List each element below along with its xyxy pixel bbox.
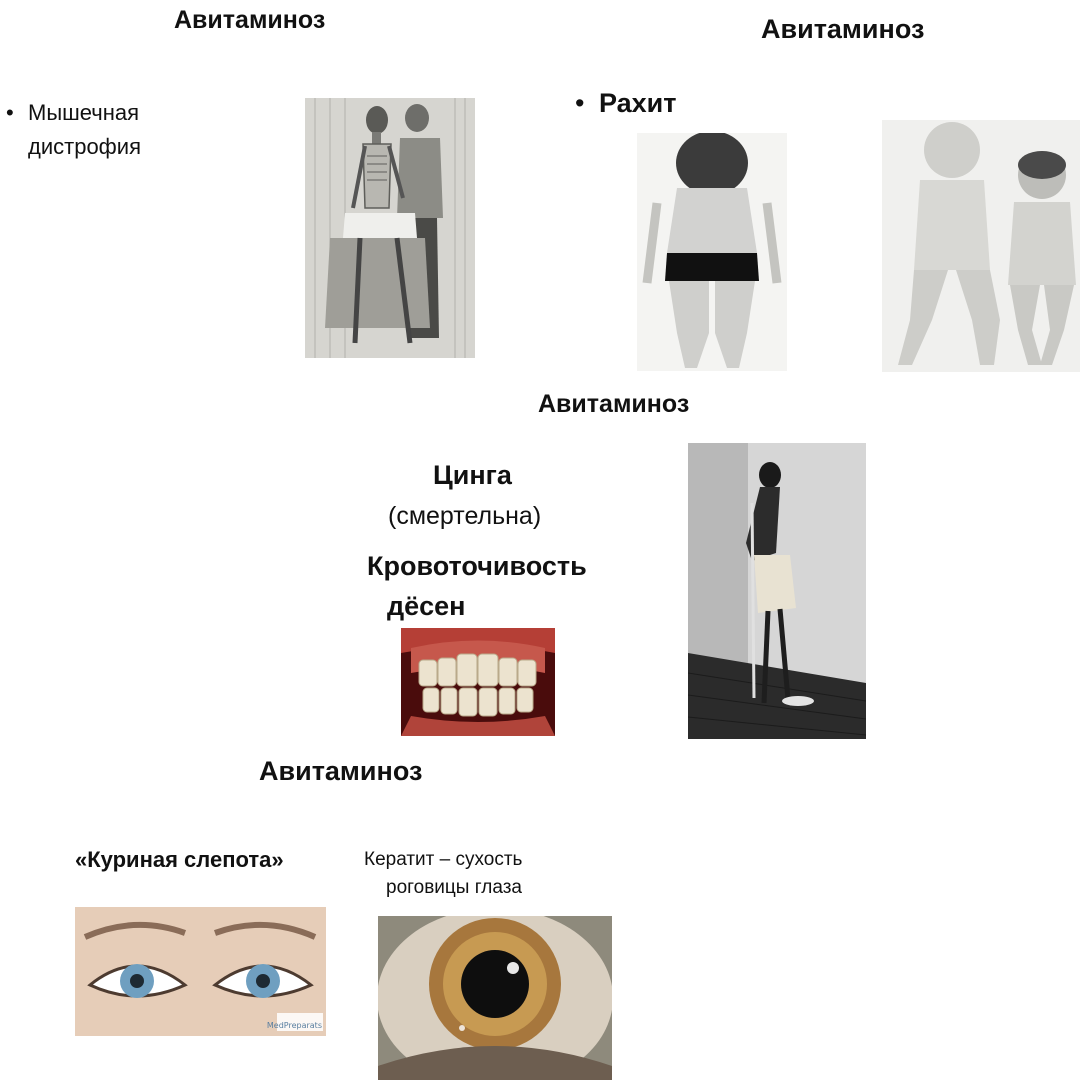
scurvy-subheading: (смертельна) [388, 502, 542, 530]
bleeding-gums-image [401, 628, 555, 736]
slide-title: Авитаминоз [761, 14, 925, 44]
engraving-emaciated-patient-image [305, 98, 475, 358]
eyes-closeup-image: MedPreparats [75, 907, 326, 1036]
bullet-muscular-dystrophy: •Мышечная дистрофия [6, 96, 141, 164]
watermark-logo: MedPreparats [266, 1021, 322, 1030]
bullet-dot-icon: • [6, 100, 14, 125]
slide-title: Авитаминоз [174, 6, 326, 34]
night-blindness-label: «Куриная слепота» [75, 847, 284, 872]
slide-eyes: Авитаминоз «Куриная слепота» Кератит – с… [40, 748, 662, 1080]
bullet-dot-icon: • [575, 88, 585, 118]
keratitis-label: Кератит – сухость роговицы глаза [364, 849, 523, 898]
slide-rickets: Авитаминоз •Рахит [545, 0, 1080, 390]
rickets-children-image [882, 120, 1080, 372]
scurvy-patient-photo [688, 443, 866, 739]
bullet-rickets: •Рахит [575, 88, 677, 118]
slide-scurvy: Авитаминоз Цинга (смертельна) Кровоточив… [300, 380, 920, 750]
slide-title: Авитаминоз [259, 756, 423, 786]
keratitis-eye-image [378, 916, 612, 1080]
scurvy-heading: Цинга [433, 460, 512, 490]
slide-title: Авитаминоз [538, 390, 690, 418]
slide-muscular-dystrophy: Авитаминоз •Мышечная дистрофия [0, 0, 545, 390]
gums-bleeding-label: Кровоточивость дёсен [367, 551, 587, 621]
rickets-girl-back-image [637, 133, 787, 371]
